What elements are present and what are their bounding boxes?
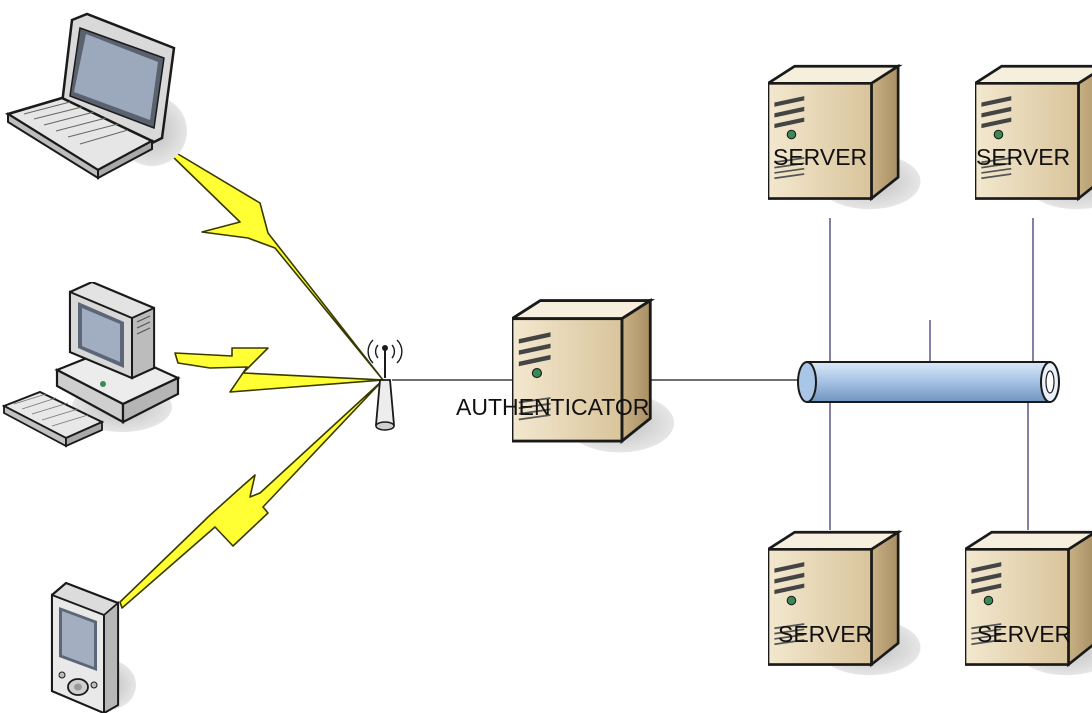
wireless-link-pda <box>119 379 384 609</box>
laptop-icon <box>6 12 189 180</box>
authenticator-label: AUTHENTICATOR <box>456 394 649 420</box>
server-label-bottom-right: SERVER <box>977 621 1071 647</box>
desktop-computer-icon <box>2 282 180 448</box>
server-icon-bottom-right <box>965 530 1092 677</box>
authenticator-server-icon <box>512 299 676 454</box>
server-label-top-left: SERVER <box>773 144 867 170</box>
server-drop-lines <box>829 218 1034 530</box>
server-label-bottom-left: SERVER <box>778 621 872 647</box>
wireless-access-point-icon <box>367 339 403 431</box>
server-icon-top-right <box>975 64 1092 211</box>
network-backbone <box>797 361 1060 403</box>
wireless-link-laptop <box>167 147 384 381</box>
server-label-top-right: SERVER <box>976 144 1070 170</box>
wireless-link-desktop <box>174 347 384 393</box>
server-icon-top-left <box>768 64 922 211</box>
server-icon-bottom-left <box>768 530 922 677</box>
